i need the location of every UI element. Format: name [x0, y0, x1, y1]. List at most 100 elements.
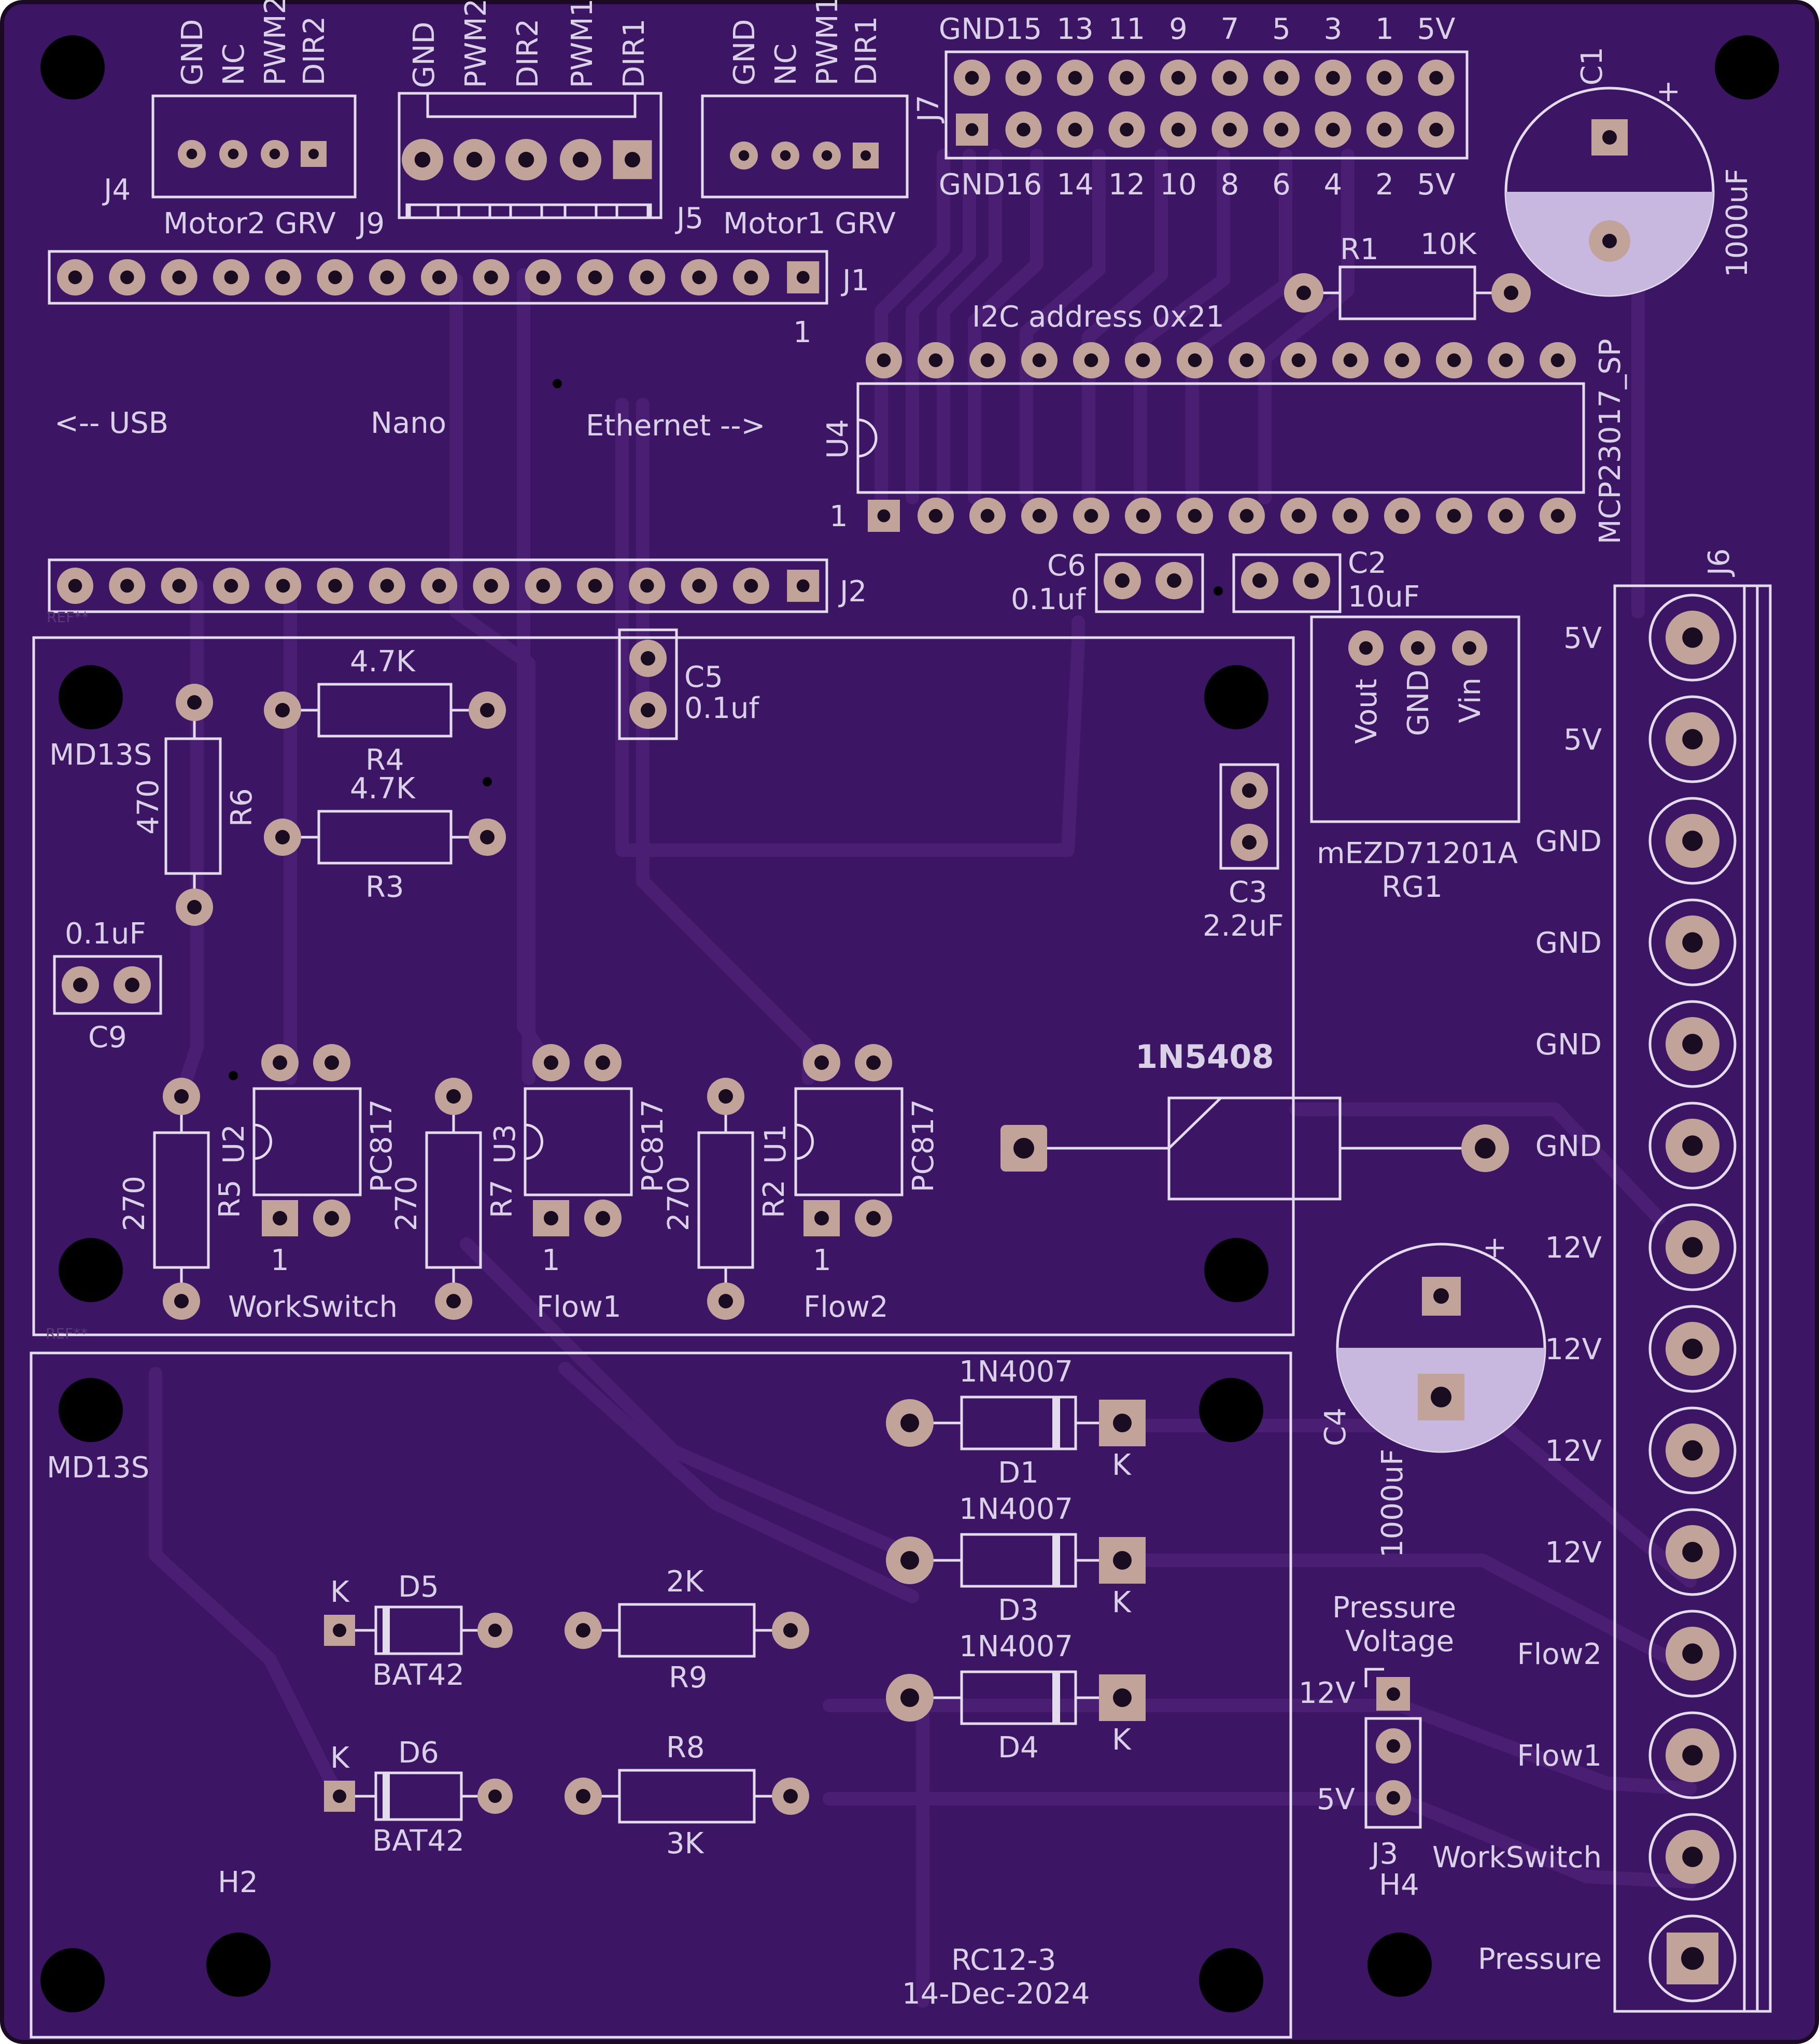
j7-pad-bottom-hole	[1171, 122, 1186, 137]
mounting-holes	[40, 35, 1779, 2012]
mounting-hole	[59, 1378, 123, 1442]
j6-terminal-ring	[1648, 1000, 1737, 1088]
j2-pad-hole	[536, 579, 550, 593]
capacitor-c3: C3 2.2uF	[1203, 763, 1284, 943]
optocoupler-u3-group: 270 R7 U3 PC817 1 Flow1	[390, 1044, 670, 1324]
j7-pad-bottom-hole	[1120, 122, 1134, 137]
r4-value: 4.7K	[350, 645, 416, 679]
u4-pin1: 1	[829, 500, 848, 533]
optocoupler-u2-group: 270 R5 U2 PC817 1 WorkSwitch	[118, 1044, 399, 1324]
j9-latch	[615, 203, 650, 219]
j7-pad-bottom-hole	[965, 123, 979, 136]
resistor-r3: 4.7K R3	[264, 772, 506, 904]
j9-latch	[405, 203, 440, 219]
r7-ref: R7	[485, 1179, 519, 1218]
c1-ref: C1	[1575, 47, 1609, 86]
h2-label: H2	[218, 1866, 258, 1899]
c5-ref: C5	[684, 660, 723, 694]
usb-label: <-- USB	[54, 406, 168, 440]
u4-pad-bottom-hole	[1343, 509, 1358, 523]
capacitor-c9: 0.1uF C9	[53, 917, 162, 1054]
c1-plus: +	[1656, 75, 1681, 108]
u4-pad-top-hole	[1032, 353, 1047, 368]
j6-terminal-ring	[1648, 695, 1737, 783]
j7-pad-top-hole	[1377, 71, 1392, 85]
u4-pad-top-hole	[1084, 353, 1098, 368]
j7-bottom-label: 8	[1221, 168, 1239, 202]
pressure-voltage-label-2: Voltage	[1345, 1625, 1454, 1658]
header-j2: J2 REF**	[47, 558, 867, 626]
u4-pad-top-hole	[1239, 353, 1254, 368]
j7-ref: J7	[912, 95, 946, 123]
j9-pin-label: GND	[407, 22, 441, 88]
r1-value: 10K	[1420, 228, 1477, 261]
j1-pin1: 1	[793, 316, 812, 349]
board-date-label: 14-Dec-2024	[902, 1977, 1090, 2011]
d1-k: K	[1112, 1448, 1132, 1482]
u4-pad-bottom-hole	[1136, 509, 1150, 523]
j2-pad-hole	[432, 579, 446, 593]
j6-pad-hole	[1682, 1034, 1703, 1054]
mounting-hole	[206, 1933, 271, 1997]
u4-pad-bottom-hole	[980, 509, 995, 523]
j7-top-label: 13	[1056, 12, 1093, 46]
u2-ref: U2	[217, 1124, 251, 1164]
mounting-hole	[59, 665, 123, 729]
u3-pin1: 1	[542, 1244, 560, 1277]
u2-pin1: 1	[271, 1244, 289, 1277]
j9-pad-hole	[466, 151, 483, 168]
j9-pin-label: PWM2	[459, 0, 493, 88]
j1-pad-hole	[380, 270, 394, 285]
c1-value: 1000uF	[1721, 168, 1754, 277]
u4-pad-top-hole	[1136, 353, 1150, 368]
rg1-pin-vout: Vout	[1350, 679, 1384, 744]
j6-pin-label: WorkSwitch	[1432, 1841, 1602, 1874]
j7-pad-top-hole	[1171, 71, 1186, 85]
c4-ref: C4	[1319, 1407, 1352, 1446]
j7-pad-top-hole	[1068, 71, 1082, 85]
j5-pin-label: NC	[769, 44, 803, 86]
j5-pin-label: PWM1	[811, 0, 844, 86]
j4-pad-hole	[308, 149, 319, 159]
j7-top-label: 5V	[1417, 12, 1456, 46]
j7-pad-top-hole	[1120, 71, 1134, 85]
j6-terminal-ring	[1648, 1406, 1737, 1495]
j2-pad-hole	[328, 579, 342, 593]
u1-caption: Flow2	[803, 1290, 888, 1324]
d3-value: 1N4007	[959, 1492, 1073, 1526]
j6-pin-label: 5V	[1563, 723, 1602, 757]
j7-pad-top-hole	[965, 71, 979, 85]
j7-pad-bottom-hole	[1429, 122, 1443, 137]
j6-pad-hole	[1682, 1643, 1703, 1664]
j4-caption: Motor2 GRV	[163, 207, 336, 241]
r7-value: 270	[390, 1176, 424, 1231]
j9-latch	[457, 203, 491, 219]
j2-pad-hole	[796, 579, 810, 593]
r5-value: 270	[118, 1176, 151, 1231]
j6-pad-hole	[1682, 1237, 1703, 1258]
r5-ref: R5	[213, 1179, 247, 1218]
j9-pin-label: PWM1	[566, 0, 599, 88]
mounting-hole	[1367, 1933, 1432, 1997]
d1-value: 1N4007	[959, 1355, 1073, 1389]
u2-caption: WorkSwitch	[228, 1290, 398, 1324]
d5-value: BAT42	[372, 1658, 464, 1692]
j7-bottom-label: 6	[1272, 168, 1291, 202]
r2-ref: R2	[757, 1179, 791, 1218]
md13s-top-label: MD13S	[49, 738, 152, 772]
j6-pad-hole	[1682, 729, 1703, 750]
r8-ref: R8	[666, 1731, 705, 1765]
j7-pad-bottom-hole	[1326, 122, 1340, 137]
u4-pad-top-hole	[980, 353, 995, 368]
capacitor-c6: C6 0.1uf	[1011, 549, 1204, 616]
j7-top-label: 11	[1108, 12, 1145, 46]
d6-ref: D6	[398, 1736, 439, 1770]
j7-bottom-label: 5V	[1417, 168, 1456, 202]
j6-pin-label: 12V	[1545, 1333, 1602, 1366]
u4-pad-top-hole	[1499, 353, 1513, 368]
c5-value: 0.1uf	[684, 692, 760, 725]
r1-ref: R1	[1340, 233, 1379, 266]
j3-ref: J3	[1370, 1837, 1398, 1871]
